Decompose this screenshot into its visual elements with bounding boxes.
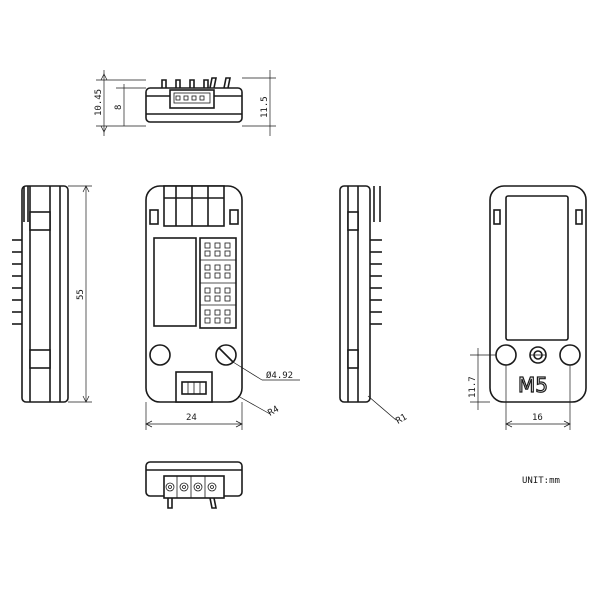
dim-height-total: 10.45 [94, 89, 104, 116]
dim-corner-radius-large: R4 [267, 405, 281, 419]
dim-hole-spacing: 16 [532, 413, 543, 423]
back-view [470, 185, 587, 430]
front-view [145, 185, 300, 430]
dim-corner-radius-small: R1 [395, 413, 409, 427]
top-end-view [96, 70, 276, 136]
right-side-view [339, 185, 397, 421]
dim-hole-offset: 11.7 [468, 376, 478, 398]
dim-hole-diameter: Ø4.92 [266, 370, 293, 381]
left-side-view [12, 185, 92, 403]
dim-height-right: 11.5 [260, 96, 270, 118]
dim-height-body: 8 [114, 105, 124, 110]
bottom-view [145, 461, 243, 509]
dim-width: 24 [186, 413, 197, 423]
unit-label: UNIT:mm [522, 476, 560, 486]
dim-length: 55 [76, 289, 86, 300]
m5-logo: M5 [518, 373, 548, 397]
